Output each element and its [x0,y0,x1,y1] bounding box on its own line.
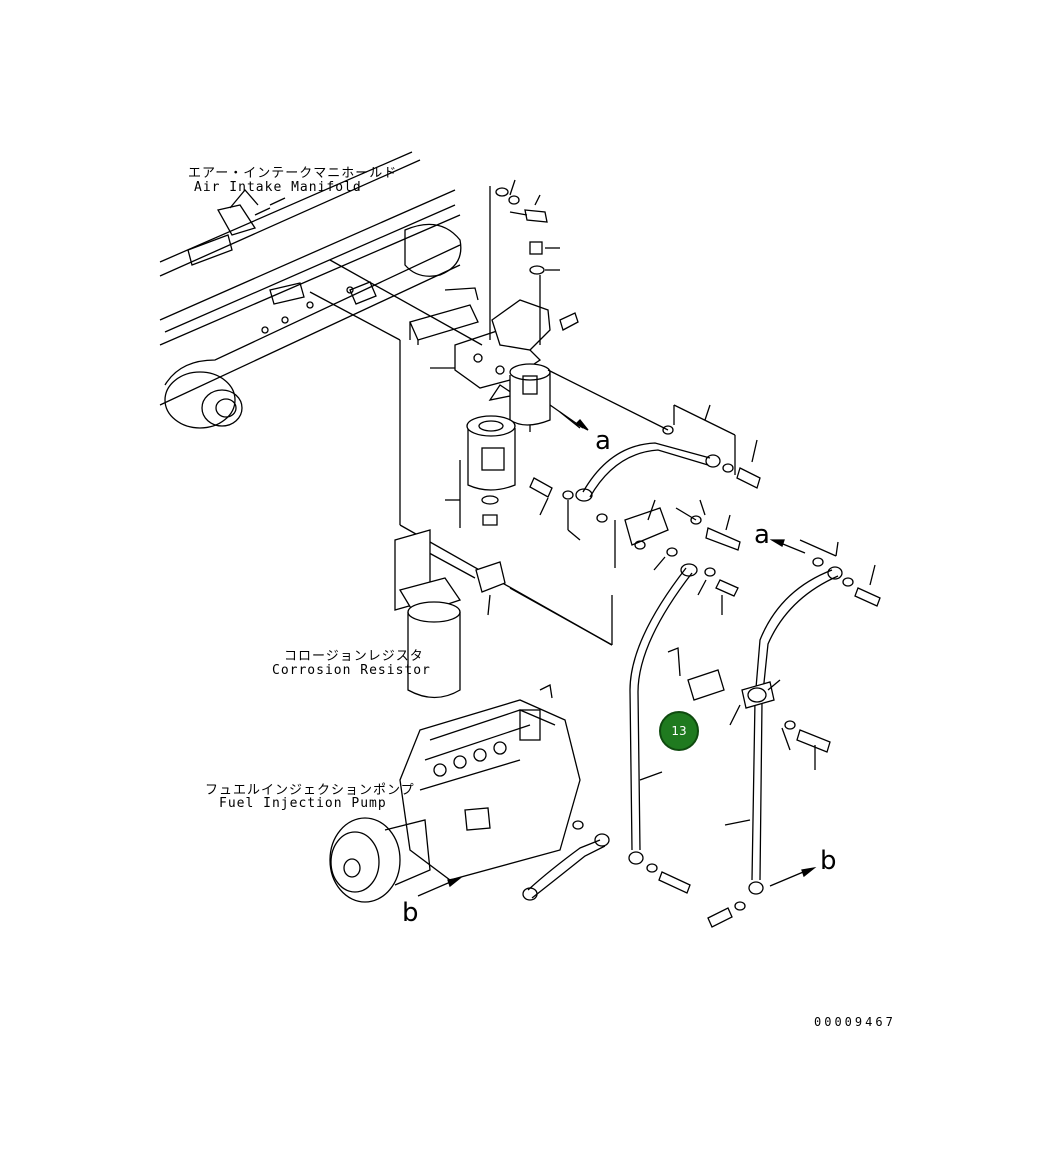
reference-a-upper: a [595,426,611,456]
reference-b-right: b [820,846,837,876]
fuel-pump-label-en: Fuel Injection Pump [219,796,387,811]
fuel-filter-left [445,415,516,528]
fuel-injection-pump [329,684,610,903]
leader-lines [309,259,669,646]
reference-a-right: a [754,520,770,550]
reference-arrows [417,404,817,897]
corrosion-resistor [394,529,506,699]
reference-b-pump: b [402,898,419,928]
corrosion-resistor-label-jp: コロージョンレジスタ [284,649,424,664]
fuel-hose-upper [575,404,761,502]
manifold-label-en: Air Intake Manifold [194,180,362,195]
top-fasteners [489,179,579,345]
fuel-tube-left [628,547,739,894]
part-callout-13[interactable]: 13 [659,711,699,751]
air-intake-manifold [159,151,462,429]
fuel-tube-right [667,539,881,928]
manifold-label-jp: エアー・インテークマニホールド [188,166,398,181]
corrosion-resistor-label-en: Corrosion Resistor [272,663,431,678]
fuel-filter-right [509,363,551,432]
middle-fasteners [529,477,741,551]
fuel-pump-label-jp: フュエルインジェクションポンプ [205,783,415,798]
drawing-number: 00009467 [814,1015,896,1029]
